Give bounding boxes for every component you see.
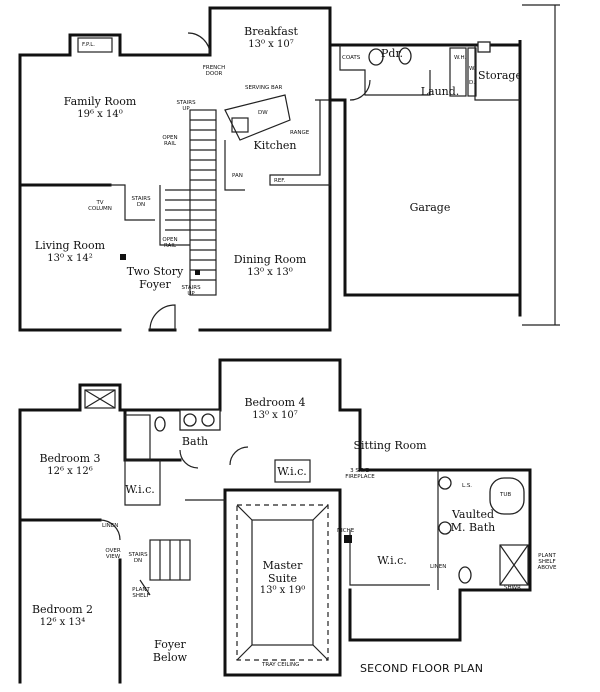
stairs-dn-note: STAIRS DN [131, 196, 151, 209]
living-room-dims: 13⁰ x 14² [47, 252, 93, 264]
sitting-room-label: Sitting Room [350, 439, 430, 453]
tray-ceiling-note: TRAY CEILING [262, 662, 300, 668]
foyer-below-label: Foyer Below [145, 638, 195, 664]
second-floor-plan [18, 358, 532, 684]
first-floor-plan [18, 4, 560, 332]
garage-label: Garage [400, 201, 460, 215]
family-room-name: Family Room [63, 95, 137, 108]
two-story-foyer-name: Two Story [126, 265, 184, 278]
stairs-down-note: STAIRS DN [128, 552, 148, 565]
living-room-name: Living Room [34, 239, 106, 252]
bed4-wic-name: W.i.c. [277, 465, 307, 478]
bedroom2-label: Bedroom 2 12⁶ x 13⁴ [25, 603, 100, 628]
tv-column-note: TV COLUMN [88, 200, 112, 213]
dw-note: DW [258, 110, 268, 116]
family-room-label: Family Room 19⁶ x 14⁰ [55, 95, 145, 120]
kitchen-name: Kitchen [253, 139, 297, 152]
two-story-foyer-label: Two Story Foyer [125, 265, 185, 291]
sloped-fireplace-note: 3 SKYD FIREPLACE [345, 468, 375, 481]
shwr-note: SHWR [504, 585, 521, 591]
master-suite-dims: 13⁰ x 19⁰ [259, 585, 306, 597]
pan-note: PAN [232, 173, 243, 179]
master-suite-name2: Suite [267, 571, 298, 585]
fpl-note: F.P.L. [82, 42, 96, 48]
niche-note: NICHE [337, 528, 355, 534]
breakfast-dims: 13⁰ x 10⁷ [248, 38, 294, 50]
linen-note: LINEN [102, 523, 119, 529]
dryer-note: D. [469, 80, 475, 86]
plant-shelf-above-note: PLANT SHELF ABOVE [537, 553, 557, 572]
vaulted-bath-name2: M. Bath [450, 520, 496, 534]
family-room-dims: 19⁶ x 14⁰ [77, 108, 123, 120]
powder-label: Pdr. [380, 47, 404, 61]
vaulted-bath-name: Vaulted [451, 508, 495, 521]
washer-note: W. [469, 66, 476, 72]
tub-note: TUB [500, 492, 512, 498]
dining-room-label: Dining Room 13⁰ x 13⁰ [230, 253, 310, 278]
ref-note: REF. [274, 178, 286, 184]
foyer-below-name2: Below [152, 650, 188, 664]
stairs-up-note-2: STAIRS UP [181, 285, 201, 298]
bedroom3-name: Bedroom 3 [39, 452, 101, 465]
wh-note: W.H. [454, 55, 467, 61]
master-suite-label: Master Suite 13⁰ x 19⁰ [252, 559, 313, 597]
bedroom2-name: Bedroom 2 [31, 603, 94, 616]
second-floor-plan-title: SECOND FLOOR PLAN [360, 662, 484, 675]
french-door-note: FRENCH DOOR [202, 65, 226, 78]
bedroom3-label: Bedroom 3 12⁶ x 12⁶ [30, 452, 110, 477]
serving-bar-note: SERVING BAR [245, 85, 283, 91]
kitchen-label: Kitchen [250, 139, 300, 153]
bed4-wic-label: W.i.c. [277, 465, 307, 479]
range-note: RANGE [290, 130, 310, 136]
plant-shelf-note: PLANT SHELF [132, 587, 150, 600]
bedroom4-label: Bedroom 4 13⁰ x 10⁷ [240, 396, 310, 421]
dining-room-dims: 13⁰ x 13⁰ [247, 266, 293, 278]
first-floor-stairs [159, 109, 217, 296]
two-story-foyer-name2: Foyer [139, 277, 171, 291]
bath-label: Bath [180, 435, 210, 449]
garage-name: Garage [409, 201, 451, 214]
breakfast-name: Breakfast [244, 25, 298, 38]
bed3-wic-name: W.i.c. [125, 483, 155, 496]
bedroom2-dims: 12⁶ x 13⁴ [39, 616, 86, 628]
powder-name: Pdr. [381, 47, 403, 60]
vaulted-bath-label: Vaulted M. Bath [448, 508, 498, 534]
laundry-name: Laund. [420, 85, 460, 98]
open-rail-note-2: OPEN RAIL [162, 237, 178, 250]
second-floor-stairs [149, 499, 226, 581]
master-suite-name: Master [262, 559, 303, 572]
breakfast-label: Breakfast 13⁰ x 10⁷ [236, 25, 306, 50]
over-view-note: OVER VIEW [105, 548, 121, 561]
bedroom4-name: Bedroom 4 [244, 396, 306, 409]
sitting-room-name: Sitting Room [353, 439, 427, 452]
laundry-label: Laund. [420, 85, 460, 99]
stairs-up-note: STAIRS UP [176, 100, 196, 113]
foyer-below-name: Foyer [154, 638, 186, 651]
open-rail-note: OPEN RAIL [162, 135, 178, 148]
dining-room-name: Dining Room [233, 253, 307, 266]
master-wic-name: W.i.c. [377, 554, 407, 567]
bath-name: Bath [181, 435, 209, 448]
storage-label: Storage [478, 69, 522, 83]
living-room-label: Living Room 13⁰ x 14² [30, 239, 110, 264]
ls-note: L.S. [462, 483, 473, 489]
bedroom3-dims: 12⁶ x 12⁶ [47, 465, 93, 477]
coats-note: COATS [342, 55, 361, 61]
master-linen-note: LINEN [430, 564, 447, 570]
bed3-wic-label: W.i.c. [125, 483, 155, 497]
master-wic-label: W.i.c. [372, 554, 412, 568]
bedroom4-dims: 13⁰ x 10⁷ [252, 409, 298, 421]
storage-name: Storage [478, 69, 522, 82]
